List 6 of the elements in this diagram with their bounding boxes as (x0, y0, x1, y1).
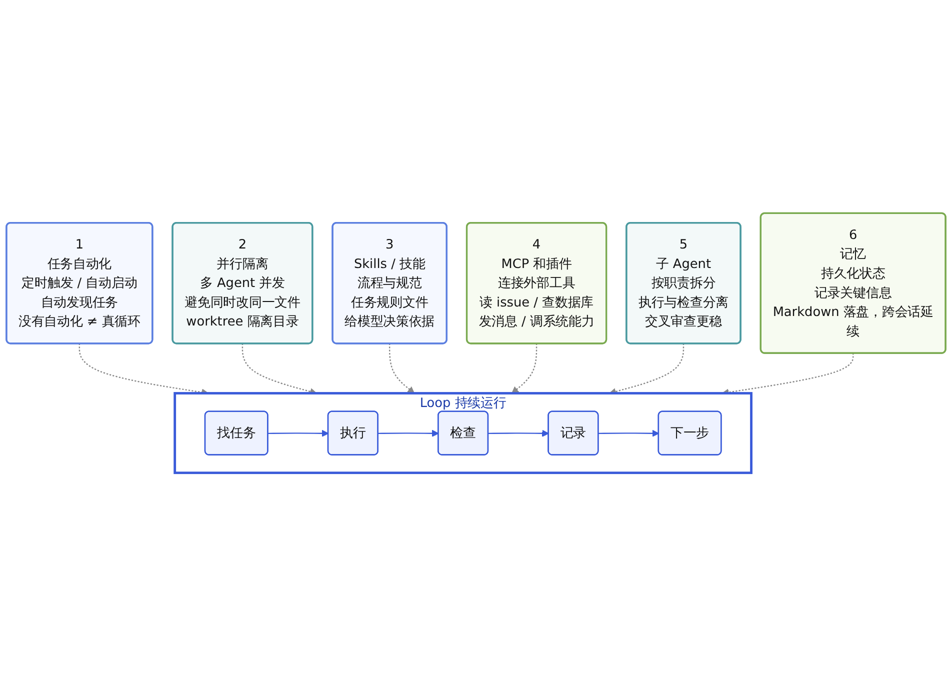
arrow (378, 430, 439, 437)
arrow (388, 343, 415, 394)
arrow (512, 343, 538, 394)
arrow (598, 430, 660, 437)
arrow (268, 430, 329, 437)
arrow (488, 430, 549, 437)
